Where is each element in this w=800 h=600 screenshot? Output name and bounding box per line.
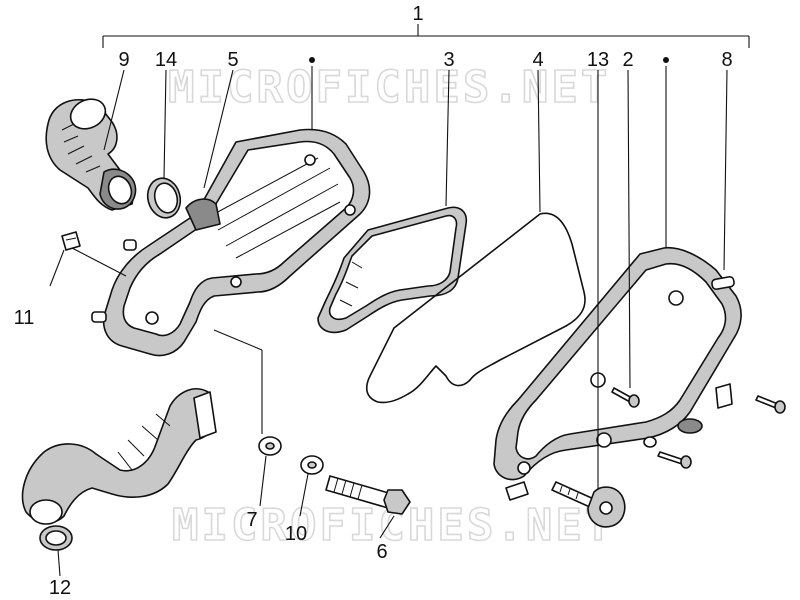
callout-6: 6 [376, 541, 387, 563]
lower-duct [21, 388, 217, 525]
callout-14: 14 [155, 49, 177, 71]
callout-4: 4 [532, 49, 543, 71]
washer-10 [300, 455, 324, 475]
washer-7 [258, 436, 282, 456]
callout-2: 2 [622, 49, 633, 71]
cover-screw-2 [611, 387, 640, 408]
watermark-top: MICROFICHES.NET [168, 62, 610, 113]
callout-3: 3 [443, 49, 454, 71]
callout-8: 8 [721, 49, 732, 71]
callout-7: 7 [246, 509, 257, 531]
filter-element [317, 206, 468, 334]
cover-screw-right [755, 395, 786, 414]
callout-1: 1 [412, 3, 423, 25]
air-box-clip [61, 231, 81, 251]
callout-11: 11 [14, 307, 35, 329]
callout-12: 12 [49, 577, 71, 599]
callout-10: 10 [285, 523, 307, 545]
callout-9: 9 [118, 49, 129, 71]
callout-13: 13 [587, 49, 609, 71]
air-box-cover [493, 246, 742, 481]
bolt [325, 475, 411, 515]
callout-labels: 1 2 3 4 5 6 7 8 9 10 11 12 13 14 [14, 3, 733, 599]
lower-duct-clamp [39, 525, 73, 551]
knob-screw [551, 481, 626, 528]
gasket [365, 212, 586, 404]
leader-lines [49, 57, 728, 577]
intake-duct [45, 98, 137, 211]
cover-screw-lower [643, 436, 692, 469]
duct-clamp [146, 177, 182, 219]
assembly-bracket [102, 24, 750, 48]
cover-dowel [711, 275, 735, 291]
air-box-housing [91, 128, 371, 357]
drain-plug [505, 481, 529, 501]
callout-5: 5 [227, 49, 238, 71]
